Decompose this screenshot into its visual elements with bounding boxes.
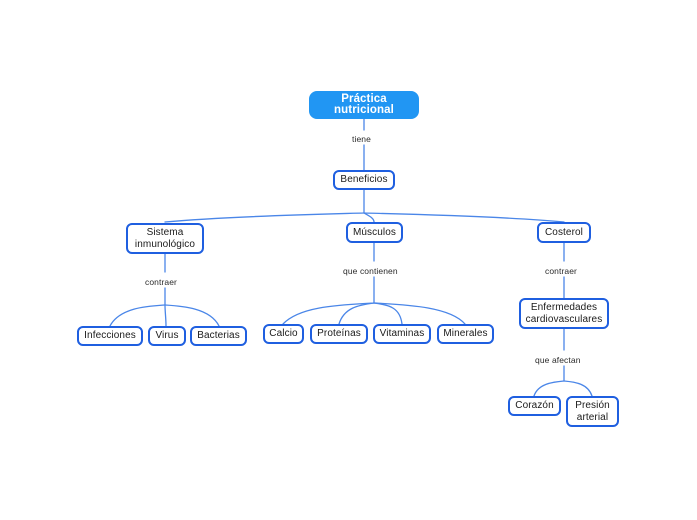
node-sistema[interactable]: Sistema inmunológico [126, 223, 204, 254]
node-infecciones[interactable]: Infecciones [77, 326, 143, 346]
connector-sistema-to-infecciones [109, 304, 166, 327]
connector-beneficios-to-sistema [164, 212, 365, 223]
node-minerales[interactable]: Minerales [437, 324, 494, 344]
edge-label-que-contienen: que contienen [343, 266, 398, 276]
node-costerol[interactable]: Costerol [537, 222, 591, 243]
edge-label-contraer-izq: contraer [145, 277, 177, 287]
node-enfermedades[interactable]: Enfermedades cardiovasculares [519, 298, 609, 329]
node-vitaminas[interactable]: Vitaminas [373, 324, 431, 344]
edge-label-contraer-der: contraer [545, 266, 577, 276]
node-root[interactable]: Práctica nutricional [309, 91, 419, 119]
connector-sistema-to-virus [164, 304, 167, 327]
connector-sistema-to-bacterias [164, 304, 220, 327]
node-calcio[interactable]: Calcio [263, 324, 304, 344]
edge-label-tiene: tiene [352, 134, 371, 144]
edge-label-que-afectan: que afectan [535, 355, 581, 365]
connector-enf-to-corazon [533, 380, 565, 397]
node-proteinas[interactable]: Proteínas [310, 324, 368, 344]
connector-musculos-to-minerales [373, 302, 466, 325]
node-musculos[interactable]: Músculos [346, 222, 403, 243]
connector-musculos-to-calcio [282, 302, 375, 325]
connector-musculos-to-vitaminas [373, 302, 403, 325]
connector-beneficios-to-musculos [363, 212, 375, 223]
node-presion[interactable]: Presión arterial [566, 396, 619, 427]
connector-beneficios-to-costerol [363, 212, 565, 223]
connector-musculos-to-proteinas [338, 302, 375, 325]
node-virus[interactable]: Virus [148, 326, 186, 346]
node-bacterias[interactable]: Bacterias [190, 326, 247, 346]
connector-enf-to-presion [563, 380, 593, 397]
node-beneficios[interactable]: Beneficios [333, 170, 395, 190]
node-corazon[interactable]: Corazón [508, 396, 561, 416]
